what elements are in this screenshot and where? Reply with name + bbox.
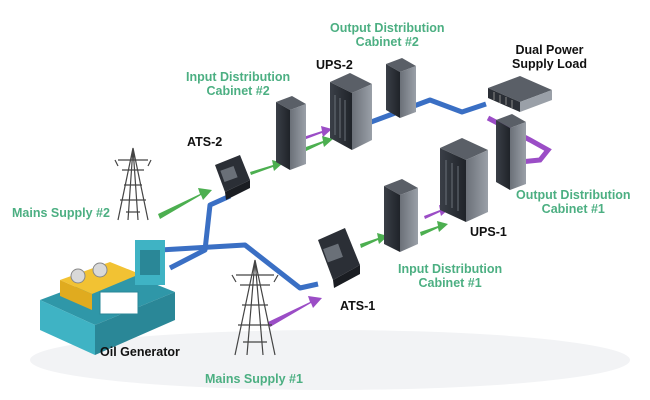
label-ups-2: UPS-2 bbox=[316, 58, 353, 72]
label-mains-supply-1: Mains Supply #1 bbox=[205, 372, 303, 386]
output-cabinet-1 bbox=[496, 114, 526, 190]
label-ups-1: UPS-1 bbox=[470, 225, 507, 239]
floor-shadow bbox=[30, 330, 630, 390]
ats-2-unit bbox=[215, 155, 250, 200]
arrow-ats2-cab2 bbox=[250, 160, 283, 175]
label-ats-2: ATS-2 bbox=[187, 135, 223, 149]
cable-generator-ats2 bbox=[168, 193, 232, 271]
pylon-mains-2 bbox=[114, 147, 152, 221]
dual-power-load bbox=[488, 76, 552, 112]
cable-generator-ats1 bbox=[159, 242, 319, 291]
pylon-mains-1 bbox=[231, 259, 279, 356]
green-arrows bbox=[158, 136, 448, 248]
label-input-cabinet-2: Input Distribution Cabinet #2 bbox=[186, 70, 291, 98]
cable-top-output bbox=[354, 97, 487, 131]
input-cabinet-1 bbox=[384, 179, 418, 252]
label-output-cabinet-1: Output Distribution Cabinet #1 bbox=[516, 188, 631, 216]
ats-1-unit bbox=[318, 228, 360, 288]
arrow-mains1-ats1 bbox=[268, 296, 322, 327]
label-output-cabinet-2: Output Distribution Cabinet #2 bbox=[330, 21, 445, 49]
arrow-cab1-ups1 bbox=[420, 221, 448, 236]
oil-generator bbox=[40, 240, 175, 355]
ups-1-unit bbox=[440, 138, 488, 222]
label-oil-generator: Oil Generator bbox=[100, 345, 180, 359]
label-dual-power-load: Dual Power Supply Load bbox=[512, 43, 587, 71]
arrow-mains2-ats2 bbox=[158, 188, 212, 219]
input-cabinet-2 bbox=[276, 96, 306, 170]
arrow-cab2-ups2 bbox=[303, 136, 333, 152]
label-ats-1: ATS-1 bbox=[340, 299, 376, 313]
arrow-purple-upper bbox=[300, 126, 332, 141]
ups-2-unit bbox=[330, 73, 372, 150]
arrow-ats1-cab1 bbox=[360, 233, 388, 248]
output-cabinet-2 bbox=[386, 58, 416, 118]
label-input-cabinet-1: Input Distribution Cabinet #1 bbox=[398, 262, 503, 290]
label-mains-supply-2: Mains Supply #2 bbox=[12, 206, 110, 220]
